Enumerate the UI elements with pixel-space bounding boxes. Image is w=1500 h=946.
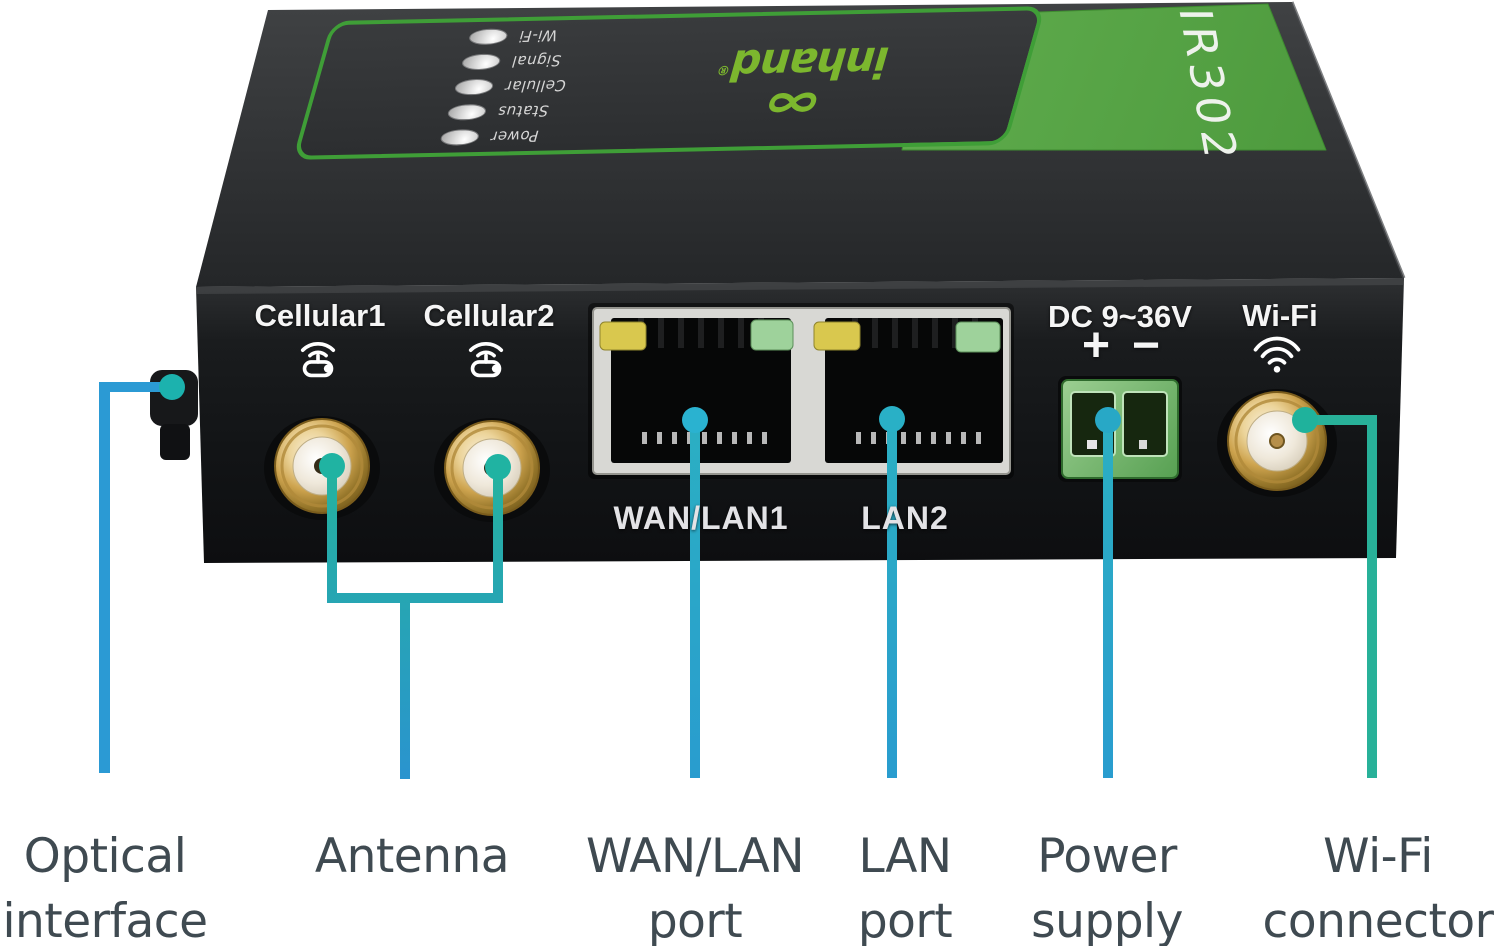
dot-cellular1 — [319, 453, 345, 479]
callout-power-supply: Power supply — [1031, 824, 1183, 946]
right-edge-highlight — [1290, 1, 1406, 279]
led-row-signal: Signal — [459, 48, 694, 71]
dot-wifi — [1292, 407, 1318, 433]
led-indicator — [459, 53, 503, 71]
dot-power — [1095, 407, 1121, 433]
dot-wan-lan — [682, 407, 708, 433]
brand-logo: inhand® — [704, 37, 895, 119]
infinity-leaf-icon — [769, 92, 817, 113]
callout-line: connector — [1262, 894, 1494, 946]
callout-line: Wi-Fi — [1323, 829, 1433, 884]
lan-led-green — [955, 321, 1001, 353]
dot-cellular2 — [485, 454, 511, 480]
led-row-power: Power — [438, 124, 673, 147]
brand-name: inhand® — [716, 37, 895, 90]
wan-led-green — [750, 319, 794, 351]
leader-lan — [887, 418, 897, 778]
dc-voltage-label: DC 9~36V — [1048, 299, 1192, 334]
callout-wifi-connector: Wi-Fi connector — [1263, 824, 1494, 946]
callout-line: port — [647, 894, 743, 946]
front-top-bevel — [196, 278, 1404, 294]
cellular1-label: Cellular1 — [254, 298, 386, 333]
callout-lan-port: LAN port — [857, 824, 953, 946]
callout-line: Antenna — [314, 829, 510, 884]
led-indicator — [466, 28, 510, 46]
led-label: Cellular — [502, 76, 569, 96]
callout-line: interface — [2, 894, 208, 946]
leader-power — [1103, 420, 1113, 778]
callout-line: port — [857, 894, 953, 946]
callout-line: LAN — [858, 829, 952, 884]
cellular2-label: Cellular2 — [423, 298, 555, 333]
wan-lan1-label: WAN/LAN1 — [613, 500, 789, 536]
wifi-icon — [1249, 331, 1305, 379]
callout-line: Optical — [23, 829, 187, 884]
leader-antenna — [327, 466, 503, 779]
antenna-icon — [459, 334, 513, 384]
led-label: Signal — [509, 51, 564, 71]
wifi-label: Wi-Fi — [1242, 298, 1318, 333]
top-led-panel-content: inhand® Power Status Cellular Signal — [298, 10, 1041, 156]
led-label: Status — [495, 101, 552, 121]
led-indicator — [438, 128, 481, 146]
callout-optical-interface: Optical interface — [2, 824, 208, 946]
wan-led-yellow — [599, 321, 647, 351]
leader-lines — [99, 374, 1377, 779]
leader-wifi — [1305, 415, 1377, 778]
dc-minus-sign: − — [1131, 319, 1161, 372]
top-led-panel: inhand® Power Status Cellular Signal — [292, 6, 1046, 160]
callout-line: Power — [1037, 829, 1177, 884]
optical-interface-stem — [160, 424, 190, 460]
wifi-connector — [1217, 389, 1337, 497]
dc-plus-sign: + — [1081, 319, 1111, 372]
ethernet-block — [588, 303, 1014, 479]
lan2-label: LAN2 — [861, 500, 949, 536]
leader-optical — [99, 382, 176, 773]
led-row-cellular: Cellular — [452, 74, 687, 97]
power-terminal — [1058, 376, 1182, 482]
lan-led-yellow — [813, 321, 861, 351]
led-indicator — [445, 103, 488, 121]
led-label: Power — [487, 126, 541, 146]
led-row-status: Status — [445, 99, 680, 122]
leader-wan-lan — [690, 420, 700, 778]
callout-line: WAN/LAN — [585, 829, 805, 884]
led-row-wifi: Wi-Fi — [466, 23, 701, 46]
callout-antenna: Antenna — [314, 824, 510, 889]
callout-line: supply — [1031, 894, 1183, 946]
led-label: Wi-Fi — [516, 26, 560, 46]
led-indicator — [452, 78, 496, 96]
dot-optical — [159, 374, 185, 400]
led-rows: Power Status Cellular Signal Wi-Fi — [438, 23, 702, 147]
antenna-icon — [291, 334, 345, 384]
dot-lan — [879, 406, 905, 432]
callout-wan-lan-port: WAN/LAN port — [585, 824, 805, 946]
